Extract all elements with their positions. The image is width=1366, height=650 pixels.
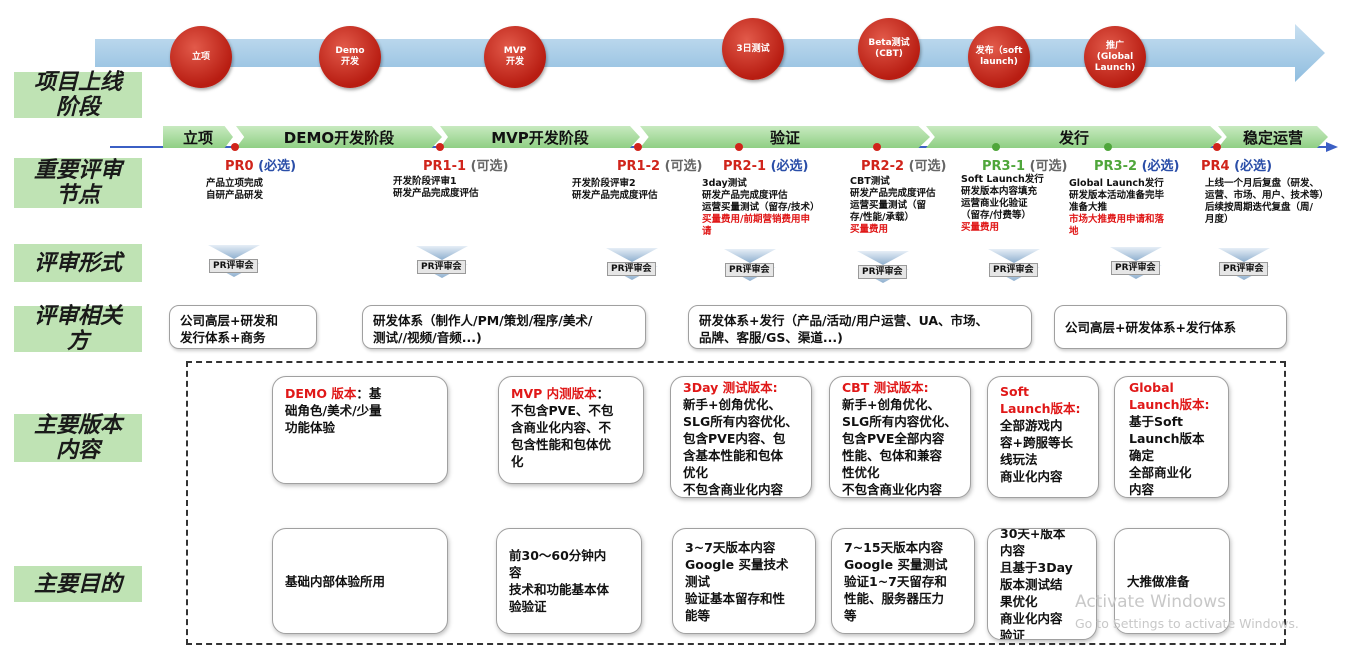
phase-release: 发行 <box>926 126 1222 148</box>
pr-review-meeting-tag: PR评审会 <box>858 265 907 279</box>
milestone-initiation: 立项 <box>170 26 232 88</box>
version-box-mvp: MVP 内测版本： 不包含PVE、不包 含商业化内容、不 包含性能和包体优 化 <box>498 376 644 484</box>
node-pr1-2: PR1-2 (可选) <box>617 159 703 174</box>
node-dot-pr2-2 <box>873 143 881 151</box>
milestone-beta: Beta测试 (CBT) <box>858 18 920 80</box>
desc-pr2-1: 3day测试 研发产品完成度评估 运营买量测试（留存/技术）买量费用/前期营销费… <box>702 178 820 237</box>
version-box-3day: 3Day 测试版本: 新手+创角优化、 SLG所有内容优化、 包含PVE内容、包… <box>670 376 812 498</box>
row-label-review-nodes: 重要评审 节点 <box>14 158 142 208</box>
node-pr3-2: PR3-2 (必选) <box>1094 159 1180 174</box>
pr-review-meeting-tag: PR评审会 <box>1219 262 1268 276</box>
node-dot-pr2-1 <box>735 143 743 151</box>
stakeholder-box-4: 公司高层+研发体系+发行体系 <box>1054 305 1287 349</box>
purpose-box-soft-launch: 30天+版本 内容 且基于3Day 版本测试结 果优化 商业化内容 验证 <box>987 528 1097 640</box>
milestone-mvp: MVP 开发 <box>484 26 546 88</box>
desc-pr3-2: Global Launch发行 研发版本活动准备完毕 准备大推市场大推费用申请和… <box>1069 178 1165 237</box>
node-dot-pr3-1 <box>992 143 1000 151</box>
desc-pr4: 上线一个月后复盘（研发、 运营、市场、用户、技术等） 后续按周期迭代复盘（周/ … <box>1205 178 1329 225</box>
version-box-soft-launch: Soft Launch版本: 全部游戏内 容+跨服等长 线玩法 商业化内容 <box>987 376 1099 498</box>
pr-review-meeting-tag: PR评审会 <box>607 262 656 276</box>
milestone-global-launch: 推广 (Global Launch) <box>1084 26 1146 88</box>
milestone-3day: 3日测试 <box>722 18 784 80</box>
purpose-box-mvp: 前30～60分钟内 容 技术和功能基本体 验验证 <box>496 528 642 634</box>
pr-review-meeting-tag: PR评审会 <box>417 260 466 274</box>
node-dot-pr1-1 <box>436 143 444 151</box>
row-label-stakeholders: 评审相关 方 <box>14 304 142 354</box>
phase-validation: 验证 <box>640 126 930 148</box>
desc-pr1-2: 开发阶段评审2 研发产品完成度评估 <box>572 178 658 201</box>
stakeholder-box-3: 研发体系+发行（产品/活动/用户运营、UA、市场、 品牌、客服/GS、渠道...… <box>688 305 1032 349</box>
phase-mvp: MVP开发阶段 <box>440 126 640 148</box>
row-label-stage: 项目上线 阶段 <box>14 70 142 120</box>
stakeholder-box-1: 公司高层+研发和 发行体系+商务 <box>169 305 317 349</box>
stage-arrow <box>95 24 1325 82</box>
milestone-soft-launch: 发布（soft launch) <box>968 26 1030 88</box>
purpose-box-demo: 基础内部体验所用 <box>272 528 448 634</box>
phase-demo: DEMO开发阶段 <box>236 126 442 148</box>
pr-review-meeting-tag: PR评审会 <box>989 263 1038 277</box>
stakeholder-box-2: 研发体系（制作人/PM/策划/程序/美术/ 测试//视频/音频...) <box>362 305 646 349</box>
desc-pr0: 产品立项完成 自研产品研发 <box>206 178 264 201</box>
content-dashed-frame <box>186 361 1286 645</box>
node-pr3-1: PR3-1 (可选) <box>982 159 1068 174</box>
phase-initiation: 立项 <box>163 126 233 148</box>
node-pr2-1: PR2-1 (必选) <box>723 159 809 174</box>
row-label-version-content: 主要版本 内容 <box>14 413 142 463</box>
version-box-cbt: CBT 测试版本: 新手+创角优化、 SLG所有内容优化、 包含PVE全部内容 … <box>829 376 971 498</box>
node-pr1-1: PR1-1 (可选) <box>423 159 509 174</box>
desc-pr1-1: 开发阶段评审1 研发产品完成度评估 <box>393 176 479 199</box>
milestone-demo: Demo 开发 <box>319 26 381 88</box>
node-pr0: PR0 (必选) <box>225 159 297 174</box>
purpose-box-cbt: 7~15天版本内容 Google 买量测试 验证1~7天留存和 性能、服务器压力… <box>831 528 975 634</box>
purpose-box-global-launch: 大推做准备 <box>1114 528 1230 634</box>
node-pr4: PR4 (必选) <box>1201 159 1273 174</box>
pr-review-meeting-tag: PR评审会 <box>1111 261 1160 275</box>
node-dot-pr1-2 <box>634 143 642 151</box>
pr-review-meeting-tag: PR评审会 <box>209 259 258 273</box>
phase-stable-ops: 稳定运营 <box>1218 126 1328 148</box>
pr-review-meeting-tag: PR评审会 <box>725 263 774 277</box>
desc-pr2-2: CBT测试 研发产品完成度评估 运营买量测试（留 存/性能/承载）买量费用 <box>850 176 936 235</box>
node-dot-pr4 <box>1213 143 1221 151</box>
desc-pr3-1: Soft Launch发行 研发版本内容填充 运营商业化验证 （留存/付费等）买… <box>961 174 1044 233</box>
row-label-purpose: 主要目的 <box>14 566 142 602</box>
node-dot-pr3-2 <box>1104 143 1112 151</box>
activation-watermark-subtitle: Go to Settings to activate Windows. <box>1075 616 1299 631</box>
node-dot-pr0 <box>231 143 239 151</box>
version-box-global-launch: Global Launch版本: 基于Soft Launch版本 确定 全部商业… <box>1114 376 1229 498</box>
purpose-box-3day: 3~7天版本内容 Google 买量技术 测试 验证基本留存和性 能等 <box>672 528 816 634</box>
row-label-review-format: 评审形式 <box>14 244 142 282</box>
node-pr2-2: PR2-2 (可选) <box>861 159 947 174</box>
activation-watermark-title: Activate Windows <box>1075 592 1226 612</box>
version-box-demo: DEMO 版本：基 础角色/美术/少量 功能体验 <box>272 376 448 484</box>
